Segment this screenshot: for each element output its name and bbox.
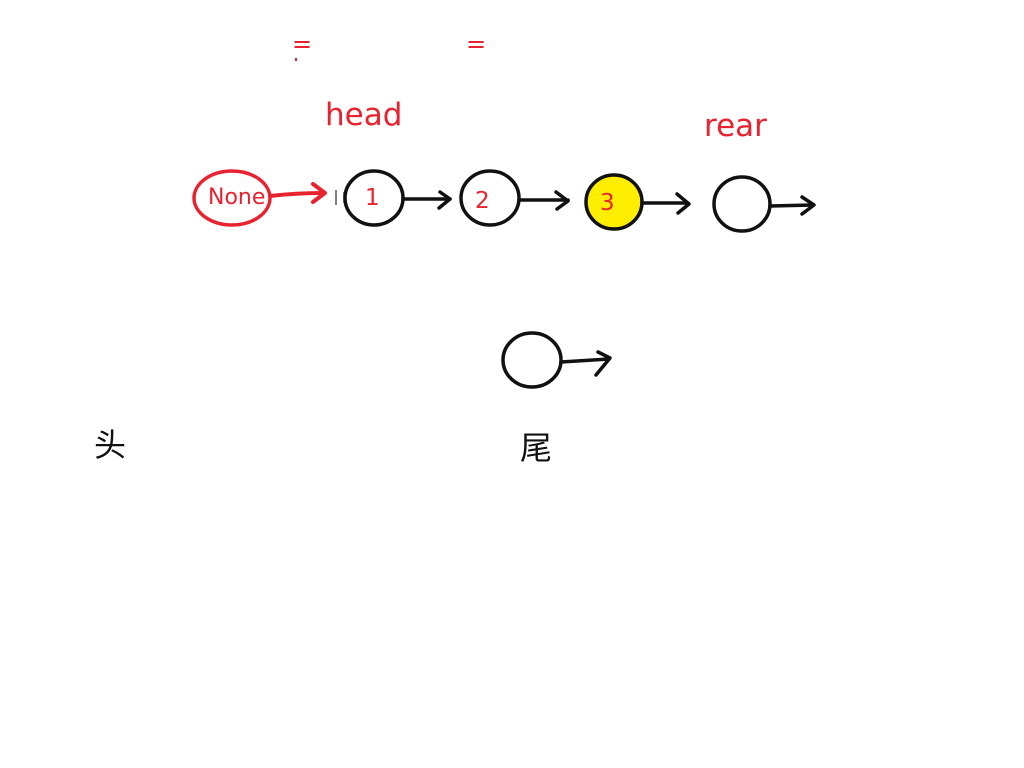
node-4-circle xyxy=(712,175,772,233)
equals-sign-2: = xyxy=(466,30,487,58)
node-1-value: 1 xyxy=(365,185,380,211)
node-3-next-arrow xyxy=(640,192,691,215)
none-to-node1-arrow xyxy=(268,182,327,204)
node-4-next-arrow xyxy=(768,195,816,216)
head-pointer-label: head xyxy=(325,97,403,133)
head-caption-cn: 头 xyxy=(94,426,127,464)
node-3-value: 3 xyxy=(600,190,615,216)
node-2-value: 2 xyxy=(475,188,490,214)
none-sentinel-label: None xyxy=(208,185,266,210)
node-2-circle xyxy=(459,169,521,227)
spare-node-circle xyxy=(501,331,563,389)
equals-sign-1: = xyxy=(292,30,313,58)
node-1-next-arrow xyxy=(401,190,452,210)
rear-pointer-label: rear xyxy=(704,108,767,144)
spare-node-next-arrow xyxy=(559,350,612,377)
tail-caption-cn: 尾 xyxy=(520,429,553,467)
node-2-next-arrow xyxy=(517,190,570,211)
